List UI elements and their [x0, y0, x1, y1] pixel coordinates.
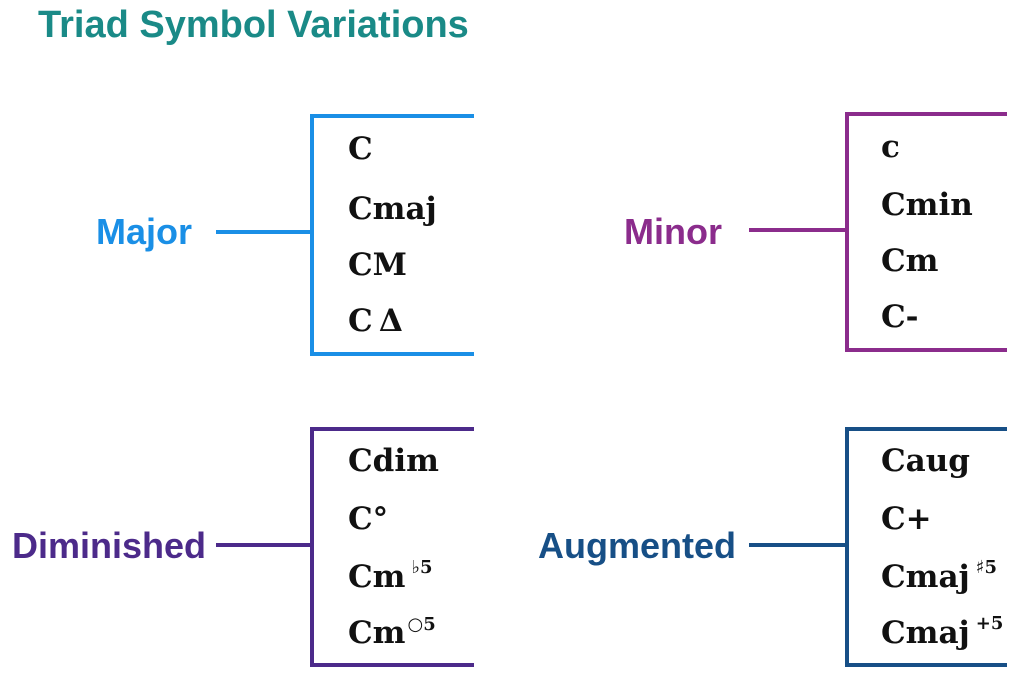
diminished-symbol-cm-circle5: Cm○5 [348, 615, 436, 651]
sharp-five-superscript: ♯5 [975, 557, 998, 578]
major-connector [216, 230, 312, 234]
augmented-symbol-cmaj-plus5: Cmaj+5 [881, 615, 1003, 651]
flat-five-superscript: ♭5 [411, 557, 433, 578]
minor-symbol-cm: Cm [881, 243, 939, 279]
augmented-symbol-caug: Caug [881, 443, 970, 479]
major-bracket [310, 114, 474, 356]
major-symbol-cm: CM [348, 247, 407, 283]
minor-symbol-c: c [881, 129, 900, 165]
diminished-connector [216, 543, 312, 547]
diminished-symbol-c-degree: C° [348, 501, 389, 537]
major-symbol-c-delta: C Δ [348, 303, 403, 339]
circle-five-superscript: ○5 [407, 614, 436, 635]
page-title: Triad Symbol Variations [38, 4, 469, 46]
major-label: Major [96, 211, 193, 252]
diminished-symbol-cm-flat5-base: Cm [348, 559, 406, 595]
diminished-bracket [310, 427, 474, 667]
plus-five-superscript: +5 [975, 613, 1004, 634]
diminished-symbol-cm-flat5: Cm♭5 [348, 559, 433, 595]
diminished-label: Diminished [12, 525, 207, 566]
diminished-symbol-cm-circle5-base: Cm [348, 615, 406, 651]
minor-connector [749, 228, 847, 232]
augmented-symbol-c-plus: C+ [881, 501, 932, 537]
augmented-symbol-cmaj-sharp5-base: Cmaj [881, 559, 970, 595]
minor-label: Minor [624, 211, 722, 252]
major-symbol-c: C [348, 131, 373, 167]
minor-symbol-c-dash: C- [881, 299, 919, 335]
augmented-bracket [845, 427, 1007, 667]
minor-bracket [845, 112, 1007, 352]
augmented-symbol-cmaj-plus5-base: Cmaj [881, 615, 970, 651]
augmented-label: Augmented [538, 525, 736, 566]
diminished-symbol-cdim: Cdim [348, 443, 439, 479]
minor-symbol-cmin: Cmin [881, 187, 973, 223]
augmented-connector [749, 543, 847, 547]
augmented-symbol-cmaj-sharp5: Cmaj♯5 [881, 559, 997, 595]
major-symbol-cmaj: Cmaj [348, 191, 437, 227]
